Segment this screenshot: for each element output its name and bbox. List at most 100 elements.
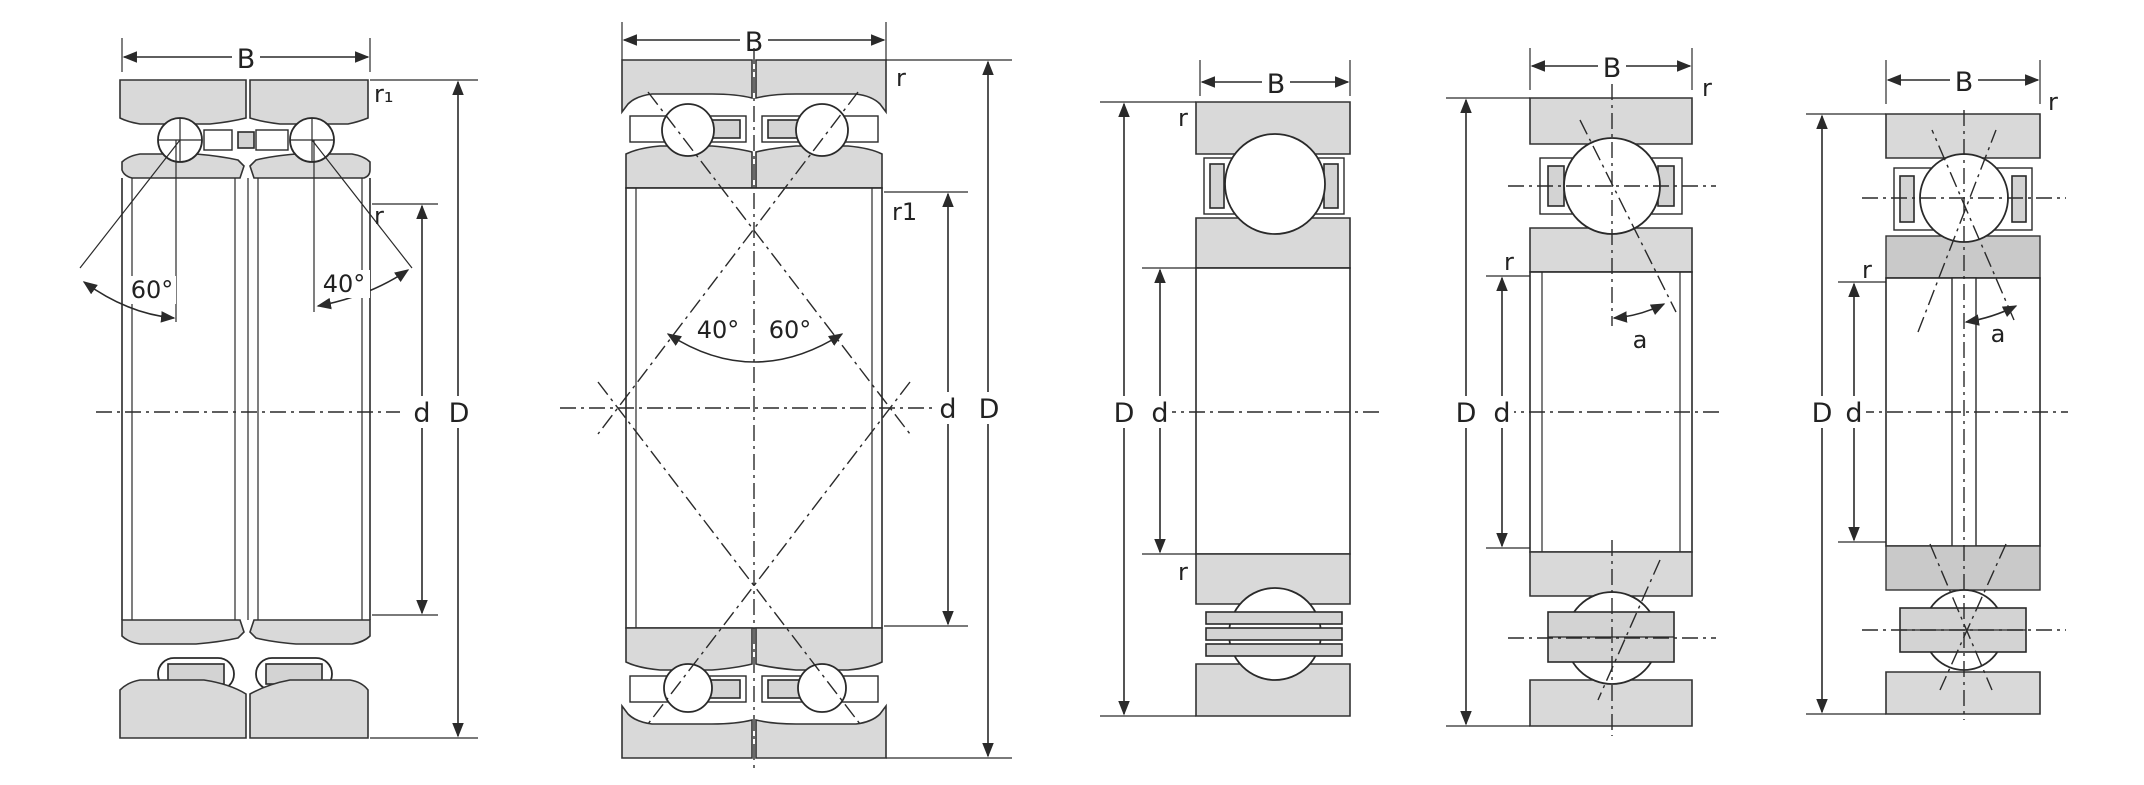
bearing-2-ball-top-left [661, 103, 715, 157]
bearing-5-outer-label: D [1812, 398, 1833, 429]
bearing-4-corner-inner-label: r [1504, 248, 1514, 276]
bearing-1-bore-label: d [413, 398, 430, 429]
bearing-2-inner-ring-top-left [625, 145, 753, 189]
bearing-2-outer-ring-bottom-right [755, 703, 887, 759]
bearing-5-outer-ring-top [1885, 113, 2041, 159]
bearing-5-contact-line-top-a [1917, 129, 1997, 333]
bearing-4-bore-label: d [1493, 398, 1510, 429]
bearing-3-ball-top [1224, 133, 1326, 235]
bearing-3-corner-bottom-label: r [1178, 558, 1188, 586]
bearing-2-ball-bottom-right [797, 663, 847, 713]
bearing-1-outer-ring-bottom-left [119, 679, 247, 739]
bearing-2-corner-label: r [896, 64, 906, 92]
bearing-2-inner-ring-bottom-left [625, 627, 753, 671]
bearing-1-outer-ring-top-left [119, 79, 247, 125]
bearing-3-corner-top-label: r [1178, 104, 1188, 132]
bearing-5-contact-line-bottom-a [1929, 543, 1993, 691]
bearing-3-D-label-bg [1111, 396, 1137, 428]
bearing-1-outer-ring-top-right [249, 79, 369, 125]
bearing-2: B [560, 22, 1012, 772]
bearing-1-angle-left-bg [126, 276, 176, 304]
bearing-2-contact-line-d [647, 381, 911, 725]
bearing-2-angle-right-bg [764, 316, 816, 344]
bearing-1-width-label-bg [232, 42, 260, 72]
bearing-2-d-label-bg [936, 392, 960, 424]
bearing-2-ball-top-right [795, 103, 849, 157]
bearing-5-inner-ring-bottom [1885, 545, 2041, 591]
bearing-5-corner-top-label: r [2048, 88, 2058, 116]
bearing-1-inner-ring-top-left [121, 153, 245, 179]
bearing-1-corner-label: r₁ [374, 80, 394, 108]
bearing-1-inner-ring-bottom-left [121, 619, 245, 645]
bearing-2-contact-line-a [647, 91, 911, 435]
bearing-3-roller-bottom-b [1205, 627, 1343, 641]
bearing-1-spacer-top [237, 131, 255, 149]
bearing-2-angle-right-label: 60° [769, 316, 812, 344]
bearing-5-width-label-bg [1950, 64, 1978, 94]
bearing-3-outer-ring-top [1195, 101, 1351, 155]
bearing-4-inner-ring-bottom [1529, 551, 1693, 597]
bearing-1-D-label-bg [446, 396, 472, 428]
bearing-4-d-label-bg [1490, 396, 1514, 428]
bearing-5-cage-top-left-slot [1899, 175, 1915, 223]
bearing-4-width-label: B [1603, 53, 1622, 84]
bearing-1-d-label-bg [410, 396, 434, 428]
bearing-3-width-label-bg [1262, 66, 1290, 96]
bearing-2-ball-bottom-left [663, 663, 713, 713]
bearing-1-cage-top-right [255, 129, 289, 151]
bearing-4-contact-angle-label: a [1633, 326, 1648, 354]
bearing-2-angle-left-bg [692, 316, 744, 344]
bearing-1-outer-ring-bottom-right [249, 679, 369, 739]
bearing-2-inner-corner-label: r1 [892, 198, 917, 226]
bearing-3-width-label: B [1267, 69, 1286, 100]
bearing-3: B r r D d [1100, 60, 1380, 717]
bearing-4: B a r r D [1446, 48, 1722, 736]
bearing-1-inner-ring-bottom-right [249, 619, 371, 645]
bearing-4-contact-line-top [1579, 119, 1677, 313]
bearing-5-cage-top-right-slot [2011, 175, 2027, 223]
bearing-1-angle-right-label: 40° [323, 270, 366, 298]
bearing-2-bore-label: d [939, 394, 956, 425]
bearing-2-outer-label: D [979, 394, 1000, 425]
bearing-4-angle-arc [1612, 303, 1666, 323]
bearing-2-inner-ring-bottom-right [755, 627, 883, 671]
bearing-3-inner-ring-bottom [1195, 553, 1351, 605]
bearing-1-angle-arc-left [82, 281, 176, 323]
bearing-1: B [79, 38, 478, 739]
bearing-3-roller-bottom-c [1205, 643, 1343, 657]
bearing-2-width-label: B [745, 27, 764, 58]
bearing-5-contact-angle-label: a [1991, 320, 2006, 348]
bearing-2-outer-ring-top-left [621, 59, 753, 115]
bearing-5-d-label-bg [1842, 396, 1866, 428]
bearing-5-width-label: B [1955, 67, 1974, 98]
bearing-5-contact-line-bottom-b [1939, 543, 2007, 691]
bearing-2-outer-ring-bottom-left [621, 703, 753, 759]
bearing-2-angle-arc [666, 333, 844, 363]
bearing-1-contact-line-right [311, 139, 413, 269]
bearing-4-outer-label: D [1456, 398, 1477, 429]
bearing-3-cage-top-right-slot [1323, 163, 1339, 209]
bearing-2-contact-line-c [597, 381, 861, 725]
bearing-2-contact-line-b [597, 91, 859, 435]
bearing-4-corner-top-label: r [1702, 74, 1712, 102]
bearing-3-cage-top-left-slot [1209, 163, 1225, 209]
bearing-4-outer-ring-top [1529, 97, 1693, 145]
bearing-1-cage-top-left [203, 129, 233, 151]
bearing-1-angle-right-bg [318, 270, 370, 298]
bearing-5-bore-label: d [1845, 398, 1862, 429]
bearing-1-outer-label: D [449, 398, 470, 429]
bearing-1-angle-left-label: 60° [131, 276, 174, 304]
bearing-3-d-label-bg [1148, 396, 1172, 428]
bearing-2-D-label-bg [976, 392, 1002, 424]
bearing-1-contact-line-left [79, 139, 181, 269]
bearing-1-inner-ring-top-right [249, 153, 371, 179]
bearing-3-outer-label: D [1114, 398, 1135, 429]
bearing-5-angle-arc [1964, 305, 2018, 326]
bearing-4-D-label-bg [1453, 396, 1479, 428]
bearing-5-contact-line-top-b [1931, 129, 2015, 321]
bearing-1-radius-label: r [374, 202, 384, 230]
bearing-2-angle-left-label: 40° [697, 316, 740, 344]
bearing-5: B a r r D [1806, 60, 2068, 720]
